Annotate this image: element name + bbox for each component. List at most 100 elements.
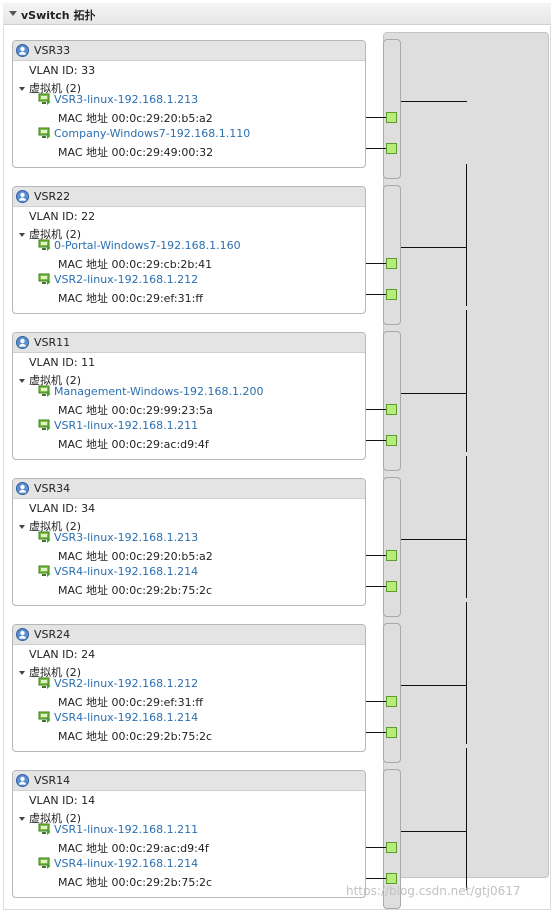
vm-group-toggle[interactable]: 虚拟机 (2) bbox=[19, 226, 81, 242]
vm-name-link[interactable]: VSR1-linux-192.168.1.211 bbox=[54, 823, 199, 836]
port-icon[interactable] bbox=[386, 289, 397, 300]
port-icon[interactable] bbox=[386, 404, 397, 415]
vm-name-link[interactable]: Company-Windows7-192.168.1.110 bbox=[54, 127, 251, 140]
port-group-icon bbox=[16, 774, 29, 787]
mac-address: MAC 地址 00:0c:29:2b:75:2c bbox=[58, 874, 212, 890]
port-icon[interactable] bbox=[386, 842, 397, 853]
vm-icon bbox=[38, 531, 51, 543]
port-icon[interactable] bbox=[386, 258, 397, 269]
mac-label: MAC 地址 bbox=[58, 404, 108, 417]
mac-label: MAC 地址 bbox=[58, 258, 108, 271]
vm-name-link[interactable]: VSR2-linux-192.168.1.212 bbox=[54, 273, 199, 286]
expand-triangle-icon[interactable] bbox=[19, 817, 25, 821]
port-icon[interactable] bbox=[386, 112, 397, 123]
vm-connector-line bbox=[366, 732, 386, 733]
collapse-arrow-icon[interactable] bbox=[9, 11, 17, 16]
mac-label: MAC 地址 bbox=[58, 730, 108, 743]
mac-label: MAC 地址 bbox=[58, 876, 108, 889]
port-group-bracket bbox=[383, 623, 401, 763]
port-icon[interactable] bbox=[386, 727, 397, 738]
mac-value: 00:0c:29:2b:75:2c bbox=[111, 876, 213, 889]
mac-address: MAC 地址 00:0c:29:20:b5:a2 bbox=[58, 110, 213, 126]
mac-address: MAC 地址 00:0c:29:99:23:5a bbox=[58, 402, 213, 418]
port-group-bracket bbox=[383, 39, 401, 179]
vm-group-toggle[interactable]: 虚拟机 (2) bbox=[19, 372, 81, 388]
mac-label: MAC 地址 bbox=[58, 292, 108, 305]
mac-label: MAC 地址 bbox=[58, 146, 108, 159]
vm-connector-line bbox=[366, 555, 386, 556]
vm-name-link[interactable]: VSR3-linux-192.168.1.213 bbox=[54, 93, 199, 106]
vm-name-link[interactable]: 0-Portal-Windows7-192.168.1.160 bbox=[54, 239, 241, 252]
mac-value: 00:0c:29:2b:75:2c bbox=[111, 584, 213, 597]
port-icon[interactable] bbox=[386, 696, 397, 707]
vlan-id: VLAN ID: 24 bbox=[29, 648, 96, 661]
mac-label: MAC 地址 bbox=[58, 112, 108, 125]
port-group-header[interactable]: VSR24 bbox=[13, 625, 365, 645]
mac-label: MAC 地址 bbox=[58, 584, 108, 597]
port-icon[interactable] bbox=[386, 143, 397, 154]
vlan-id: VLAN ID: 22 bbox=[29, 210, 96, 223]
vm-connector-line bbox=[366, 294, 386, 295]
port-group-bracket bbox=[383, 331, 401, 471]
vm-icon bbox=[38, 823, 51, 835]
port-group-header[interactable]: VSR33 bbox=[13, 41, 365, 61]
port-icon[interactable] bbox=[386, 873, 397, 884]
vm-group-toggle[interactable]: 虚拟机 (2) bbox=[19, 80, 81, 96]
vm-group-toggle[interactable]: 虚拟机 (2) bbox=[19, 664, 81, 680]
vm-name-link[interactable]: Management-Windows-192.168.1.200 bbox=[54, 385, 264, 398]
vm-name-link[interactable]: VSR4-linux-192.168.1.214 bbox=[54, 565, 199, 578]
mac-label: MAC 地址 bbox=[58, 438, 108, 451]
port-group-header[interactable]: VSR14 bbox=[13, 771, 365, 791]
vm-connector-line bbox=[366, 117, 386, 118]
uplink-vertical-line bbox=[466, 748, 467, 890]
vm-icon bbox=[38, 565, 51, 577]
expand-triangle-icon[interactable] bbox=[19, 233, 25, 237]
mac-label: MAC 地址 bbox=[58, 550, 108, 563]
vm-name-link[interactable]: VSR4-linux-192.168.1.214 bbox=[54, 857, 199, 870]
uplink-line bbox=[401, 539, 467, 540]
port-group-header[interactable]: VSR22 bbox=[13, 187, 365, 207]
uplink-line bbox=[401, 393, 467, 394]
vm-group-label: 虚拟机 (2) bbox=[29, 228, 82, 241]
port-group-icon bbox=[16, 628, 29, 641]
vm-group-toggle[interactable]: 虚拟机 (2) bbox=[19, 810, 81, 826]
port-group-header[interactable]: VSR34 bbox=[13, 479, 365, 499]
vm-icon bbox=[38, 385, 51, 397]
mac-address: MAC 地址 00:0c:29:ef:31:ff bbox=[58, 290, 203, 306]
expand-triangle-icon[interactable] bbox=[19, 525, 25, 529]
vm-name-link[interactable]: VSR1-linux-192.168.1.211 bbox=[54, 419, 199, 432]
vm-connector-line bbox=[366, 701, 386, 702]
expand-triangle-icon[interactable] bbox=[19, 87, 25, 91]
uplink-line bbox=[401, 101, 467, 102]
mac-address: MAC 地址 00:0c:29:ef:31:ff bbox=[58, 694, 203, 710]
vm-group-toggle[interactable]: 虚拟机 (2) bbox=[19, 518, 81, 534]
mac-value: 00:0c:29:ac:d9:4f bbox=[111, 842, 209, 855]
vm-icon bbox=[38, 127, 51, 139]
port-icon[interactable] bbox=[386, 581, 397, 592]
panel-header[interactable]: vSwitch 拓扑 bbox=[3, 3, 551, 25]
port-group-name: VSR14 bbox=[34, 774, 71, 787]
watermark: https://blog.csdn.net/gtj0617 bbox=[346, 884, 521, 898]
expand-triangle-icon[interactable] bbox=[19, 379, 25, 383]
vm-name-link[interactable]: VSR3-linux-192.168.1.213 bbox=[54, 531, 199, 544]
port-icon[interactable] bbox=[386, 435, 397, 446]
mac-label: MAC 地址 bbox=[58, 842, 108, 855]
expand-triangle-icon[interactable] bbox=[19, 671, 25, 675]
port-icon[interactable] bbox=[386, 550, 397, 561]
vlan-id: VLAN ID: 33 bbox=[29, 64, 96, 77]
vlan-id: VLAN ID: 14 bbox=[29, 794, 96, 807]
vm-name-link[interactable]: VSR4-linux-192.168.1.214 bbox=[54, 711, 199, 724]
vm-group-label: 虚拟机 (2) bbox=[29, 666, 82, 679]
vm-group-label: 虚拟机 (2) bbox=[29, 520, 82, 533]
vm-connector-line bbox=[366, 586, 386, 587]
vm-name-link[interactable]: VSR2-linux-192.168.1.212 bbox=[54, 677, 199, 690]
port-group-header[interactable]: VSR11 bbox=[13, 333, 365, 353]
mac-address: MAC 地址 00:0c:29:ac:d9:4f bbox=[58, 840, 209, 856]
